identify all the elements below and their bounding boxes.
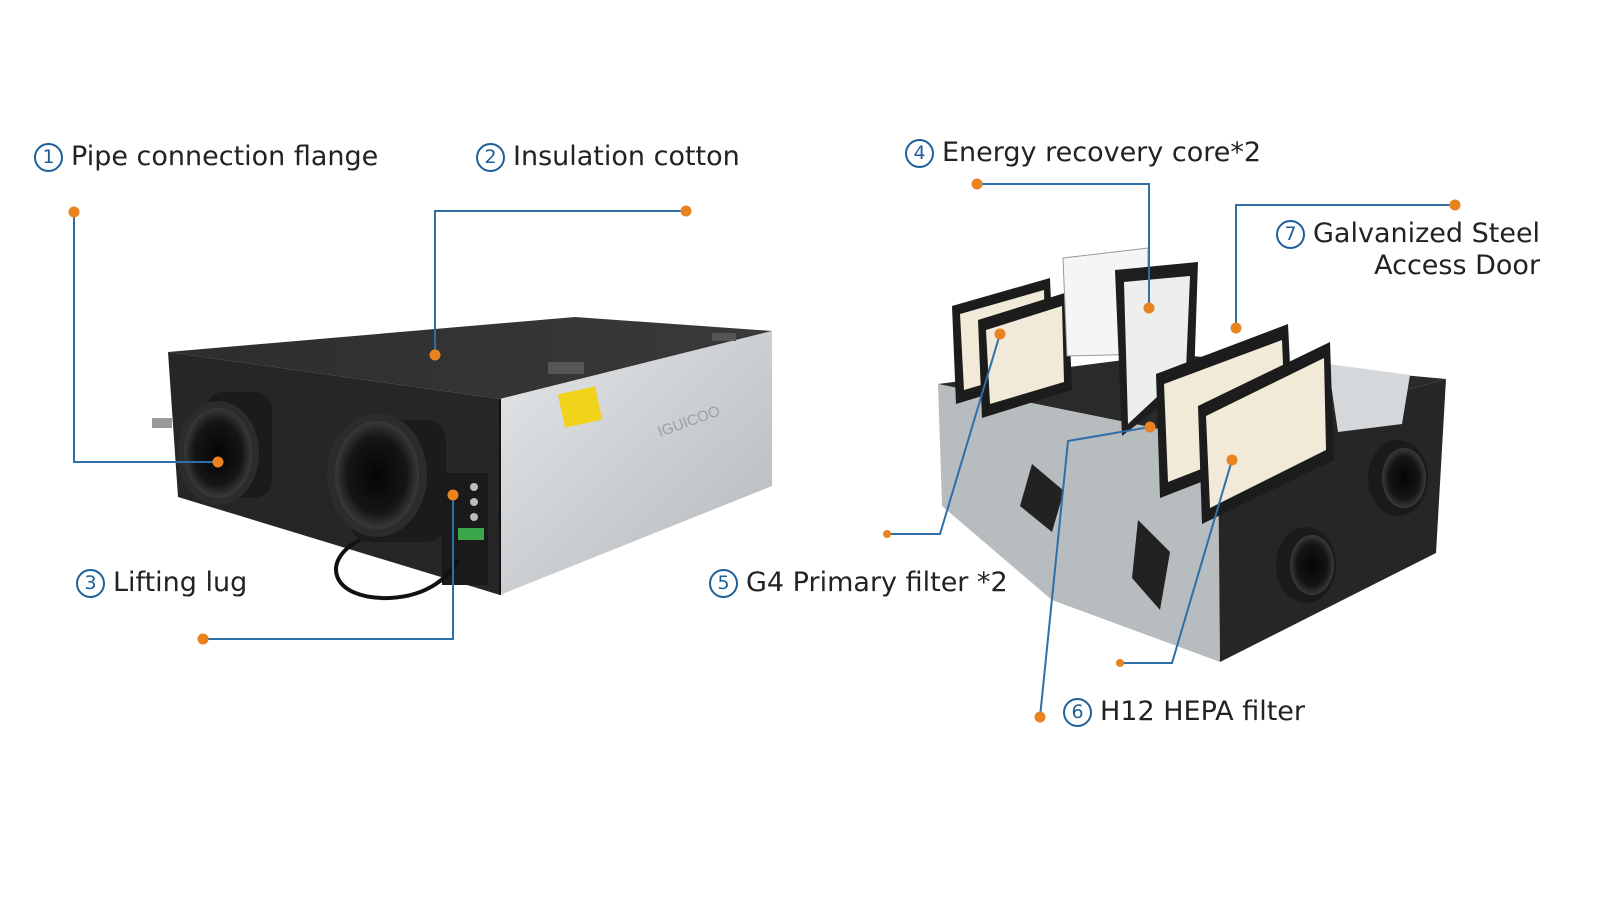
callout-h12-hepa-filter: 6 H12 HEPA filter — [1063, 696, 1305, 728]
dot-4b — [1143, 302, 1155, 314]
access-door — [1328, 364, 1410, 432]
dot-6c — [1116, 659, 1124, 667]
dot-4a — [971, 178, 983, 190]
leader-3 — [203, 495, 454, 640]
dot-3a — [197, 633, 209, 645]
callout-text-6: H12 HEPA filter — [1100, 696, 1306, 727]
callout-number-1: 1 — [34, 142, 63, 172]
dot-1b — [212, 456, 224, 468]
dot-5b — [994, 328, 1006, 340]
callout-number-7: 7 — [1276, 219, 1305, 249]
leader-6 — [1039, 426, 1151, 718]
unit-top-panel — [168, 317, 772, 399]
g4-filter-pair — [952, 278, 1072, 418]
dot-2b — [429, 349, 441, 361]
callout-insulation-cotton: 2 Insulation cotton — [476, 141, 740, 173]
callout-text-2: Insulation cotton — [513, 141, 740, 172]
callout-pipe-connection-flange: 1 Pipe connection flange — [34, 141, 378, 173]
open-unit-duct-1 — [1368, 440, 1428, 516]
dot-3b — [447, 489, 459, 501]
callout-g4-primary-filter: 5 G4 Primary filter *2 — [709, 567, 1008, 599]
dot-6b — [1144, 421, 1156, 433]
dot-7a — [1449, 199, 1461, 211]
callout-number-6: 6 — [1063, 697, 1092, 727]
callout-text-1: Pipe connection flange — [71, 141, 379, 172]
dot-2a — [680, 205, 692, 217]
leader-7 — [1235, 204, 1455, 328]
dot-1a — [68, 206, 80, 218]
callout-text-4: Energy recovery core*2 — [942, 137, 1262, 168]
leader-5 — [887, 333, 1001, 535]
callout-lifting-lug: 3 Lifting lug — [76, 567, 247, 599]
dot-6d — [1226, 454, 1238, 466]
callout-number-2: 2 — [476, 142, 505, 172]
dot-6a — [1034, 711, 1046, 723]
callout-text-5: G4 Primary filter *2 — [746, 567, 1008, 598]
hepa-filter-pair — [1156, 324, 1334, 524]
power-cable — [334, 538, 460, 601]
ventilator-unit-open — [938, 247, 1446, 662]
callout-galvanized-steel-access-door: 7 Galvanized Steel Access Door — [1276, 218, 1540, 283]
callout-text-3: Lifting lug — [113, 567, 248, 598]
leader-6b — [1120, 459, 1233, 664]
callout-text-7: Galvanized Steel — [1313, 218, 1541, 249]
duct-collar-right — [327, 413, 446, 542]
leader-1 — [73, 212, 218, 463]
dot-7b — [1230, 322, 1242, 334]
dot-5a — [883, 530, 891, 538]
callout-energy-recovery-core: 4 Energy recovery core*2 — [905, 137, 1261, 169]
leader-dots — [68, 178, 1461, 723]
open-unit-duct-2 — [1276, 527, 1336, 603]
control-terminal — [442, 473, 488, 585]
callout-number-5: 5 — [709, 568, 738, 598]
callout-number-4: 4 — [905, 138, 934, 168]
ventilator-unit-closed: IGUICOO — [152, 317, 772, 601]
callout-text-7-line2: Access Door — [1374, 250, 1541, 282]
leader-4 — [977, 183, 1150, 308]
callout-number-3: 3 — [76, 568, 105, 598]
warning-sticker — [557, 386, 603, 428]
duct-collar-left — [177, 392, 272, 505]
leader-2 — [434, 210, 686, 355]
leader-lines — [73, 183, 1455, 718]
